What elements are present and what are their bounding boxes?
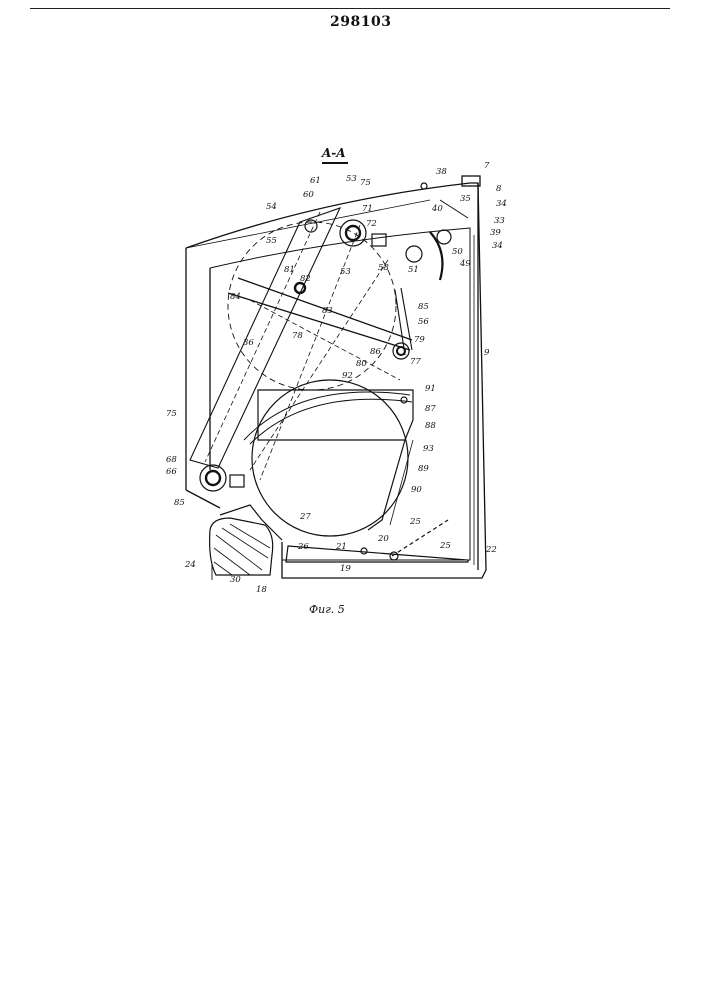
part-label: 60 [303,190,314,200]
part-label: 24 [184,560,196,570]
part-label: 39 [490,228,501,238]
part-label: 54 [266,202,277,212]
part-label: 82 [300,274,311,284]
part-label: 25 [409,517,421,527]
part-label: 78 [292,331,303,341]
part-label: 84 [230,292,241,302]
part-label: 51 [408,265,419,275]
part-label: 22 [485,545,497,555]
part-label: 72 [366,219,377,229]
part-label: 93 [423,444,434,454]
figure-caption: Фиг. 5 [309,603,345,616]
part-label: 89 [418,464,429,474]
part-label: 75 [166,409,177,419]
part-label: 61 [310,176,321,186]
part-label: 71 [362,204,373,214]
part-label: 58 [378,263,389,273]
part-label: 83 [322,306,333,316]
part-label: 34 [492,241,503,251]
part-label: 38 [436,167,447,177]
part-label: 91 [425,384,436,394]
part-label: 20 [377,534,389,544]
part-label: 87 [425,404,436,414]
part-label: 36 [243,338,254,348]
part-label: 85 [418,302,429,312]
part-label: 66 [166,467,177,477]
part-label: 90 [411,485,422,495]
part-label: 77 [410,357,421,367]
part-label: 88 [425,421,436,431]
part-label: 7 [484,161,490,171]
part-label: 25 [439,541,451,551]
part-label: 75 [360,178,371,188]
part-label: 27 [299,512,311,522]
part-label: 49 [459,259,471,269]
part-label: 30 [230,575,241,585]
part-label: 8 [496,184,502,194]
part-label: 26 [297,542,309,552]
part-label: 33 [494,216,505,226]
part-label: 53 [346,174,357,184]
part-label: 92 [342,371,353,381]
part-label: 55 [266,236,277,246]
part-label: 18 [256,585,267,595]
part-label: 50 [452,247,463,257]
part-label: 56 [418,317,429,327]
part-labels: 7 8 53 34 75 38 35 61 60 54 71 72 40 33 … [166,161,507,595]
part-label: 81 [284,265,295,275]
swing-arm [190,208,412,480]
part-label: 40 [431,204,443,214]
part-label: 53 [340,267,351,277]
part-label: 19 [340,564,351,574]
part-label: 34 [496,199,507,209]
hopper-box [244,390,413,530]
part-label: 79 [414,335,425,345]
part-label: 85 [174,498,185,508]
part-label: 68 [166,455,177,465]
part-label: 9 [484,348,490,358]
part-label: 86 [370,347,381,357]
part-label: 80 [356,359,367,369]
part-label: 35 [460,194,471,204]
part-label: 21 [335,542,347,552]
